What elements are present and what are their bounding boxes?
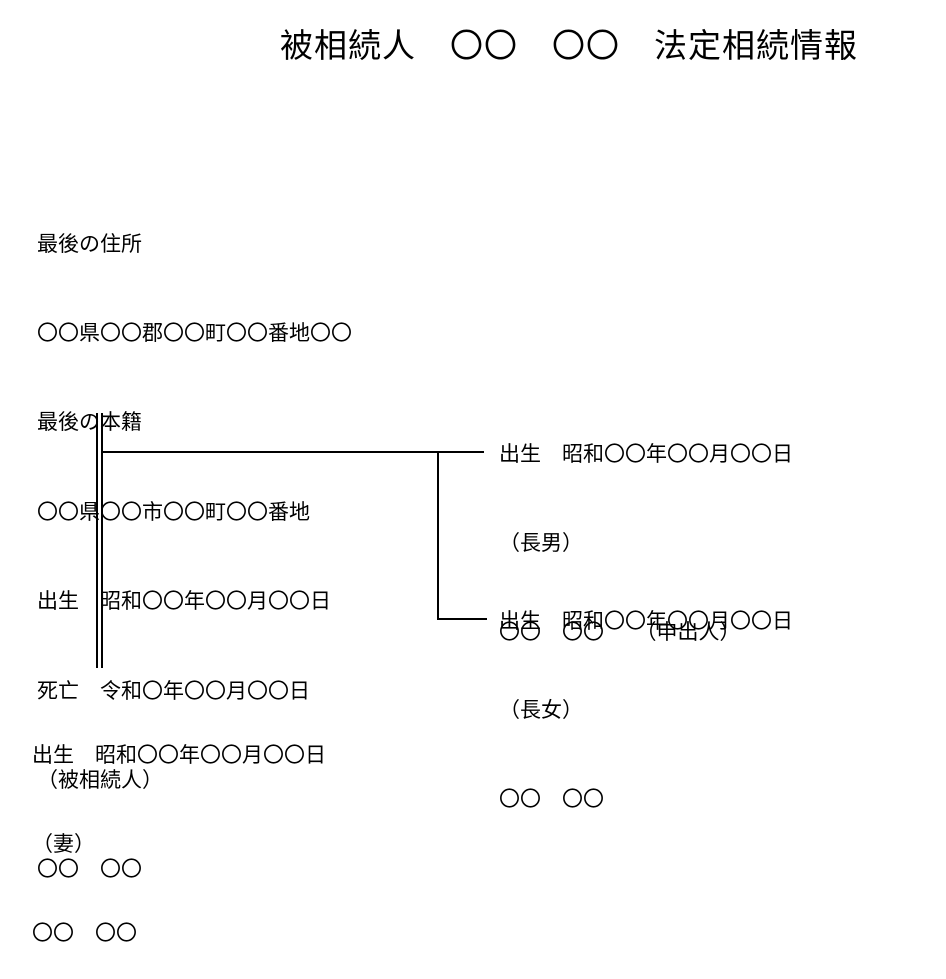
children-branch-vertical bbox=[437, 451, 439, 619]
last-address-label: 最後の住所 bbox=[37, 231, 142, 256]
document-title: 被相続人 〇〇 〇〇 法定相続情報 bbox=[280, 26, 858, 65]
daughter-relation: （長女） bbox=[499, 697, 583, 722]
marriage-line-right bbox=[101, 413, 103, 668]
decedent-birth: 出生 昭和〇〇年〇〇月〇〇日 bbox=[37, 589, 331, 614]
marriage-line-left bbox=[96, 413, 98, 668]
daughter-name: 〇〇 〇〇 bbox=[499, 787, 604, 812]
last-address-value: 〇〇県〇〇郡〇〇町〇〇番地〇〇 bbox=[37, 320, 352, 345]
decedent-death: 死亡 令和〇年〇〇月〇〇日 bbox=[37, 678, 310, 703]
last-domicile-value: 〇〇県〇〇市〇〇町〇〇番地 bbox=[37, 499, 310, 524]
spouse-info: 出生 昭和〇〇年〇〇月〇〇日 （妻） 〇〇 〇〇 bbox=[32, 681, 326, 979]
daughter-connector-horizontal bbox=[437, 618, 487, 620]
spouse-relation: （妻） bbox=[32, 831, 95, 856]
son-name: 〇〇 〇〇 （申出人） bbox=[499, 620, 741, 645]
daughter-birth: 出生 昭和〇〇年〇〇月〇〇日 bbox=[499, 608, 793, 633]
decedent-info: 最後の住所 〇〇県〇〇郡〇〇町〇〇番地〇〇 最後の本籍 〇〇県〇〇市〇〇町〇〇番… bbox=[37, 170, 352, 915]
last-domicile-label: 最後の本籍 bbox=[37, 410, 142, 435]
spouse-name: 〇〇 〇〇 bbox=[32, 921, 137, 946]
heir-eldest-daughter: 出生 昭和〇〇年〇〇月〇〇日 （長女） 〇〇 〇〇 bbox=[499, 547, 793, 845]
son-relation: （長男） bbox=[499, 530, 583, 555]
son-birth: 出生 昭和〇〇年〇〇月〇〇日 bbox=[499, 441, 793, 466]
heir-eldest-son: 出生 昭和〇〇年〇〇月〇〇日 （長男） 〇〇 〇〇 （申出人） bbox=[499, 380, 793, 678]
child-connector-horizontal bbox=[103, 451, 484, 453]
spouse-birth: 出生 昭和〇〇年〇〇月〇〇日 bbox=[32, 742, 326, 767]
